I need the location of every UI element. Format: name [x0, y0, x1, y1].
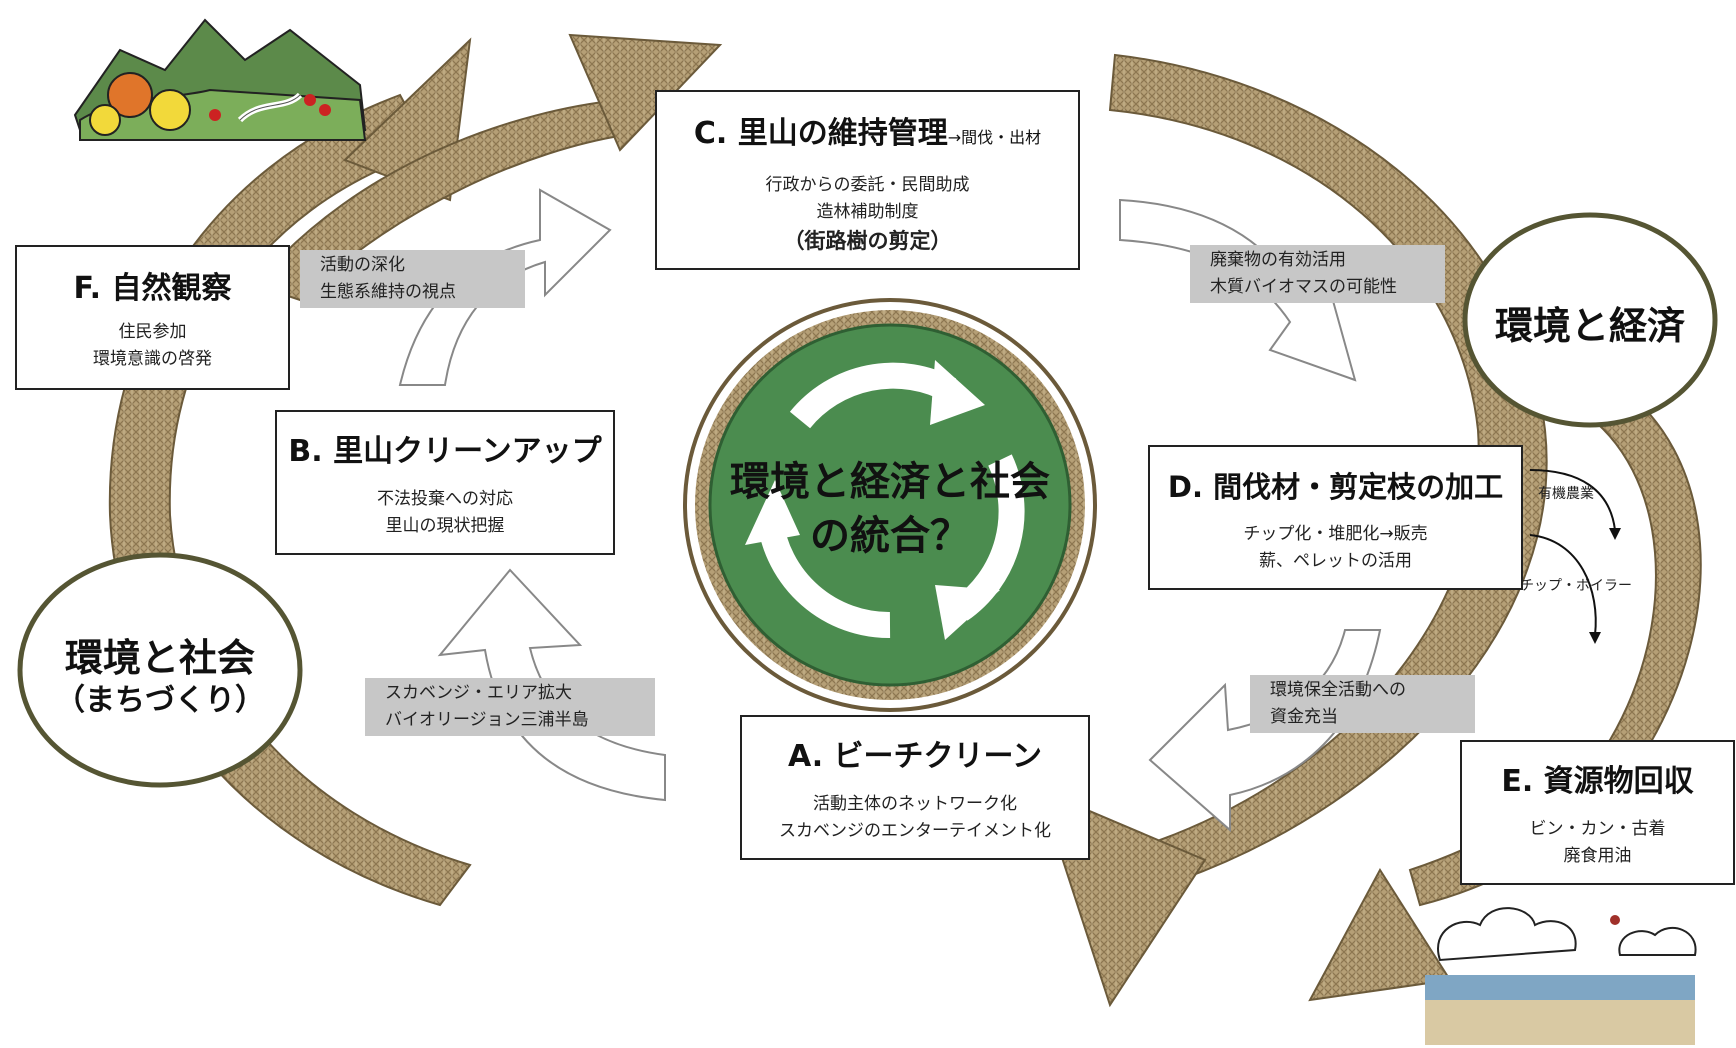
note-deepen-line-1: 活動の深化 — [320, 255, 405, 275]
center-title-line1: 環境と経済と社会 — [730, 459, 1050, 505]
note-scavenge-line-2: バイオリージョン三浦半島 — [385, 710, 589, 730]
center-title-line2: の統合？ — [810, 513, 970, 559]
box-c-satoyama-management: C. 里山の維持管理→間伐・出材 行政からの委託・民間助成 造林補助制度 （街路… — [655, 90, 1080, 270]
note-scavenge-line-1: スカベンジ・エリア拡大 — [385, 683, 572, 703]
note-deepen: 活動の深化 生態系維持の視点 — [300, 250, 525, 308]
hub-env-econ-shape — [1462, 212, 1718, 428]
box-f-line-2: 環境意識の啓発 — [93, 349, 212, 369]
note-waste: 廃棄物の有効活用 木質バイオマスの可能性 — [1190, 245, 1445, 303]
branch-arrows — [1529, 469, 1621, 644]
box-f-line-1: 住民参加 — [118, 322, 187, 342]
white-arrow-down-to-d — [1119, 198, 1357, 382]
box-b-satoyama-cleanup: B. 里山クリーンアップ 不法投棄への対応 里山の現状把握 — [275, 410, 615, 555]
box-c-emphasis: （街路樹の剪定） — [783, 229, 952, 253]
hub-env-society: 環境と社会 （まちづくり） — [30, 635, 290, 721]
box-d-title: D. 間伐材・剪定枝の加工 — [1167, 470, 1504, 504]
note-deepen-line-2: 生態系維持の視点 — [320, 282, 456, 302]
box-a-line-1: 活動主体のネットワーク化 — [813, 794, 1017, 814]
hub-env-society-sublabel: （まちづくり） — [55, 683, 265, 718]
box-e-line-1: ビン・カン・古着 — [1529, 819, 1666, 839]
box-e-line-2: 廃食用油 — [1563, 846, 1632, 866]
note-fund-line-2: 資金充当 — [1270, 707, 1338, 727]
box-f-nature-observation: F. 自然観察 住民参加 環境意識の啓発 — [15, 245, 290, 390]
note-waste-line-2: 木質バイオマスの可能性 — [1210, 277, 1397, 297]
box-d-line-2: 薪、ペレットの活用 — [1259, 551, 1412, 571]
box-c-line-2: 造林補助制度 — [816, 202, 919, 222]
note-waste-line-1: 廃棄物の有効活用 — [1210, 250, 1346, 270]
box-c-line-1: 行政からの委託・民間助成 — [765, 175, 970, 195]
hub-env-society-shape — [17, 552, 303, 788]
hub-env-econ: 環境と経済 — [1480, 295, 1700, 350]
box-c-title-suffix: →間伐・出材 — [947, 128, 1042, 147]
box-b-line-1: 不法投棄への対応 — [377, 489, 513, 509]
note-scavenge: スカベンジ・エリア拡大 バイオリージョン三浦半島 — [365, 678, 655, 736]
branch-organic-label: 有機農業 — [1538, 486, 1594, 502]
hub-env-econ-label: 環境と経済 — [1494, 304, 1685, 348]
hub-env-society-label: 環境と社会 — [64, 636, 255, 680]
box-a-beach-clean: A. ビーチクリーン 活動主体のネットワーク化 スカベンジのエンターテイメント化 — [740, 715, 1090, 860]
box-d-processing: D. 間伐材・剪定枝の加工 チップ化・堆肥化→販売 薪、ペレットの活用 — [1148, 445, 1523, 590]
center-title: 環境と経済と社会 の統合？ — [690, 455, 1090, 563]
satoyama-illustration — [73, 18, 367, 141]
box-b-line-2: 里山の現状把握 — [385, 516, 505, 536]
box-f-title: F. 自然観察 — [73, 271, 232, 306]
box-e-title: E. 資源物回収 — [1501, 764, 1694, 799]
box-c-title: C. 里山の維持管理 — [693, 116, 948, 151]
box-d-line-1: チップ化・堆肥化→販売 — [1243, 524, 1428, 544]
note-fund-line-1: 環境保全活動への — [1270, 680, 1406, 700]
box-b-title: B. 里山クリーンアップ — [288, 434, 602, 469]
box-a-title: A. ビーチクリーン — [787, 739, 1043, 774]
box-e-resource-collection: E. 資源物回収 ビン・カン・古着 廃食用油 — [1460, 740, 1735, 885]
white-arrow-up-to-c — [398, 188, 612, 386]
white-arrow-up-to-b — [437, 568, 666, 802]
branch-chip-boiler-label: チップ・ボイラー — [1520, 578, 1632, 594]
box-a-line-2: スカベンジのエンターテイメント化 — [779, 821, 1051, 841]
center-medallion — [683, 298, 1097, 712]
sea-illustration — [1425, 907, 1697, 1045]
note-fund: 環境保全活動への 資金充当 — [1250, 675, 1475, 733]
